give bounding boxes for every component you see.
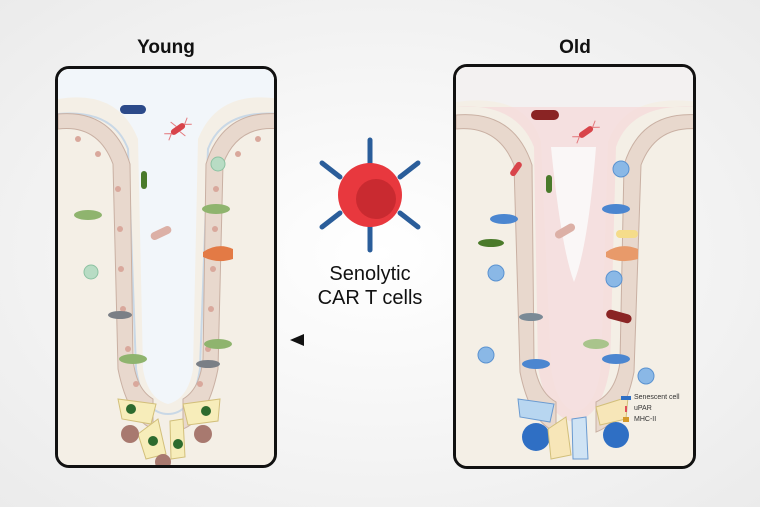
goblet-cell [202,204,230,214]
bacterium-green [141,171,147,189]
bacterium-darkred [531,110,559,120]
goblet-cell [74,210,102,220]
legend: Senescent cell uPAR MHC-II [621,392,680,425]
bacterium-darkred [606,309,632,324]
car-t-caption: Senolytic CAR T cells [290,262,450,310]
tuft-cell [196,360,220,368]
legend-item-upar: uPAR [621,403,680,414]
yellow-bacterium [616,230,638,238]
bacterium-green [546,175,552,193]
immune-cell [210,156,226,172]
epithelium-right [595,114,693,433]
goblet-cell [119,354,147,364]
tuft-cell [519,313,543,321]
goblet-cell [478,239,504,247]
goblet-cell [204,339,232,349]
bacterium-tan [150,226,172,240]
immune-cell [83,264,99,280]
enteroendocrine-cell [203,246,233,262]
old-intestine-panel: Senescent cell uPAR MHC-II [453,64,696,469]
epithelium-left [456,114,557,433]
caption-line-1: Senolytic [329,263,411,285]
enteroendocrine-cell [606,246,638,262]
young-panel-title: Young [137,37,195,58]
legend-item-mhc: MHC-II [621,414,680,425]
upar-marker-icon [625,405,627,412]
senescent-swatch-icon [621,395,631,400]
t-cell-nucleus [356,179,396,219]
senescent-cells [490,204,630,369]
tuft-cell [108,311,132,319]
crypt-base [517,396,629,460]
immune-cells [477,160,655,385]
car-receptors [319,137,421,253]
legend-item-senescent: Senescent cell [621,392,680,403]
paneth-cells [117,398,221,460]
bacterium-blue [120,105,146,114]
car-t-cell-illustration [319,137,421,253]
left-arrow-icon [290,334,433,346]
old-panel-title: Old [559,37,591,58]
goblet-cell [583,339,609,349]
young-intestine-panel [55,66,277,468]
bacterium-red [164,117,192,141]
bacterium-tan [554,223,576,239]
stem-cells [121,425,212,465]
mhc-ii-marker-icon [623,417,629,422]
caption-line-2: CAR T cells [317,287,423,309]
bacterium-red [510,161,522,177]
bacterium-red [572,120,600,144]
